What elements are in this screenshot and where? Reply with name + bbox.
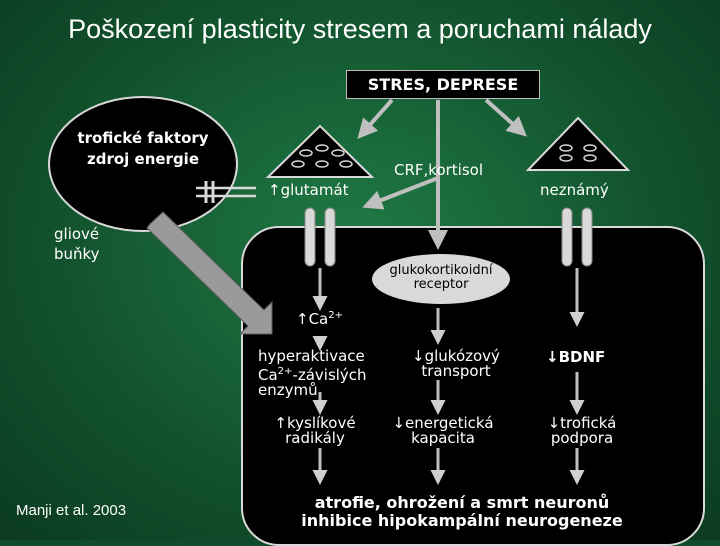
glia-circle-line1: trofické faktory	[77, 129, 209, 147]
energy-line1: ↓energetická	[376, 416, 510, 431]
glutamate-label: ↑glutamát	[268, 181, 349, 199]
arrow-stress-to-left-terminal	[357, 98, 394, 139]
arrow-down-symbol: ↓	[392, 414, 406, 432]
arrow-crf-to-glutamate	[362, 176, 439, 210]
arrow-up-symbol: ↑	[268, 181, 281, 199]
oxygen-radicals-label: ↑kyslíkové radikály	[260, 416, 370, 446]
energy-label: ↓energetická kapacita	[376, 416, 510, 446]
trophic-label: ↓trofická podpora	[532, 416, 632, 446]
oxygen-radicals-line1: ↑kyslíkové	[260, 416, 370, 431]
glucocorticoid-receptor	[372, 254, 510, 304]
glia-to-neuron-arrow	[146, 211, 273, 335]
trophic-text: trofická	[560, 414, 617, 432]
energy-line2: kapacita	[411, 429, 475, 447]
hyperactivation-line2-sup: 2+	[277, 366, 293, 377]
hyperactivation-line3: enzymů	[258, 381, 318, 399]
trophic-line2: podpora	[550, 429, 614, 447]
outcome-text: atrofie, ohrožení a smrt neuronů inhibic…	[272, 494, 652, 530]
hyperactivation-line2-base: Ca	[258, 366, 278, 384]
bdnf-label: ↓BDNF	[546, 348, 605, 366]
arrow-stress-to-right-terminal	[484, 98, 527, 137]
arrow-down-symbol: ↓	[412, 347, 425, 365]
glia-circle	[48, 96, 238, 232]
hyperactivation-line2: Ca2+-závislých	[258, 364, 367, 383]
slide-title: Poškození plasticity stresem a poruchami…	[68, 14, 652, 44]
glucose-line1: ↓glukózový	[396, 349, 516, 364]
hyperactivation-label: hyperaktivace Ca2+-závislých enzymů	[258, 349, 367, 398]
receptor-text: glukokortikoidní receptor	[372, 264, 510, 292]
hyperactivation-line2-rest: -závislých	[292, 366, 367, 384]
unknown-label: neznámý	[540, 181, 609, 199]
receptor-line1: glukokortikoidní	[389, 263, 493, 278]
oxygen-radicals-text: kyslíkové	[286, 414, 356, 432]
glia-label-line1: gliové	[54, 225, 100, 243]
trophic-line1: ↓trofická	[532, 416, 632, 431]
receptor-line2: receptor	[413, 277, 469, 292]
glia-circle-line2: zdroj energie	[86, 150, 199, 168]
calcium-sup: 2+	[328, 310, 343, 321]
double-bar-symbol	[196, 181, 256, 203]
glucose-text: glukózový	[424, 347, 500, 365]
calcium-base: Ca	[308, 310, 329, 328]
hyperactivation-line1: hyperaktivace	[258, 347, 365, 365]
oxygen-radicals-line2: radikály	[285, 429, 345, 447]
glia-label-line2: buňky	[54, 245, 100, 263]
glucose-line2: transport	[421, 362, 491, 380]
stress-box: STRES, DEPRESE	[346, 70, 540, 99]
arrow-down-symbol: ↓	[546, 348, 559, 366]
arrow-up-symbol: ↑	[274, 414, 287, 432]
crf-label: CRF,kortisol	[394, 161, 483, 179]
calcium-label: ↑Ca2+	[296, 310, 343, 328]
glia-circle-text: trofické faktory zdroj energie	[48, 128, 238, 170]
outcome-line2: inhibice hipokampální neurogeneze	[301, 511, 623, 530]
receptor-channels-left	[304, 207, 336, 267]
presynaptic-terminal-right	[525, 116, 631, 171]
arrow-down-symbol: ↓	[547, 414, 561, 432]
bdnf-text: BDNF	[558, 348, 606, 366]
arrow-up-symbol: ↑	[296, 310, 309, 328]
glutamate-text: glutamát	[280, 181, 349, 199]
presynaptic-terminal-left	[265, 124, 375, 178]
citation: Manji et al. 2003	[16, 502, 127, 519]
outcome-line1: atrofie, ohrožení a smrt neuronů	[314, 493, 610, 512]
receptor-channels-right	[561, 207, 593, 267]
glucose-label: ↓glukózový transport	[396, 349, 516, 379]
glia-label: gliové buňky	[54, 224, 100, 264]
energy-text: energetická	[405, 414, 494, 432]
